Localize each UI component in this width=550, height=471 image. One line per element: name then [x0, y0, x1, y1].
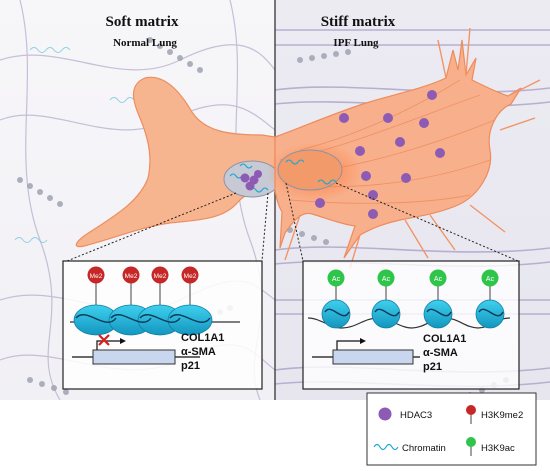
blocked-cross-icon: [98, 334, 110, 346]
soft-mark-label: Me2: [184, 273, 197, 280]
stiff-gene-box: [332, 349, 414, 365]
stiff-gene-label: COL1A1: [423, 333, 466, 345]
stiff-mark-label: Ac: [434, 276, 443, 283]
legend: HDAC3 H3K9me2 Chromatin H3K9ac: [373, 405, 523, 456]
stiff-gene-label: p21: [423, 361, 442, 373]
chromatin-icon: [373, 443, 399, 451]
stiff-gene-label: α-SMA: [423, 347, 458, 359]
me2-pin-icon: [466, 405, 476, 415]
legend-label-hdac3: HDAC3: [400, 410, 432, 421]
legend-label-h3k9ac: H3K9ac: [481, 443, 515, 454]
legend-label-chromatin: Chromatin: [402, 443, 446, 454]
stiff-matrix-title: Stiff matrix: [321, 14, 396, 30]
stiff-nucleosomes: [321, 299, 505, 329]
me2-mark: Me2: [87, 266, 105, 284]
soft-mark-label: Me2: [125, 273, 138, 280]
me2-mark: Me2: [151, 266, 169, 284]
soft-gene-label: COL1A1: [181, 332, 224, 344]
soft-gene-box: [92, 349, 176, 365]
soft-matrix-title: Soft matrix: [106, 14, 179, 30]
me2-mark: Me2: [181, 266, 199, 284]
soft-hdac3-group: [240, 170, 262, 191]
zoom-lines: [66, 182, 519, 262]
soft-gene-label: p21: [181, 360, 200, 372]
soft-fibroblast-cell: [75, 76, 276, 248]
stiff-nucleus-chromatin: [285, 159, 337, 185]
stiff-myofibroblast-cell: [274, 39, 522, 259]
ac-mark: Ac: [327, 269, 345, 287]
stiff-inset-content: Ac Ac Ac Ac COL1A1 α-SMA p21: [307, 269, 511, 373]
legend-label-h3k9me2: H3K9me2: [481, 410, 523, 421]
stiff-mark-label: Ac: [332, 276, 341, 283]
soft-transcription-arrow: [96, 340, 122, 350]
soft-inset-content: Me2 Me2 Me2 Me2 COL1A1 α-SMA p21: [70, 266, 240, 372]
me2-mark: Me2: [122, 266, 140, 284]
ac-pin-icon: [466, 437, 476, 447]
stiff-transcription-arrow: [336, 340, 362, 350]
hdac3-dot-icon: [378, 407, 392, 421]
legend-box: [366, 392, 537, 466]
ac-mark: Ac: [429, 269, 447, 287]
stiff-nucleus: [277, 149, 343, 191]
ac-mark: Ac: [377, 269, 395, 287]
soft-matrix-subtitle: Normal Lung: [113, 37, 177, 49]
stiff-cell-protrusions: [284, 27, 541, 269]
soft-nucleosomes: [73, 304, 213, 336]
soft-gene-label: α-SMA: [181, 346, 216, 358]
stiff-mark-label: Ac: [486, 276, 495, 283]
soft-mark-label: Me2: [154, 273, 167, 280]
stiff-mark-label: Ac: [382, 276, 391, 283]
soft-mark-label: Me2: [90, 273, 103, 280]
ac-mark: Ac: [481, 269, 499, 287]
stiff-matrix-subtitle: IPF Lung: [333, 37, 379, 49]
soft-pins: [95, 283, 191, 305]
